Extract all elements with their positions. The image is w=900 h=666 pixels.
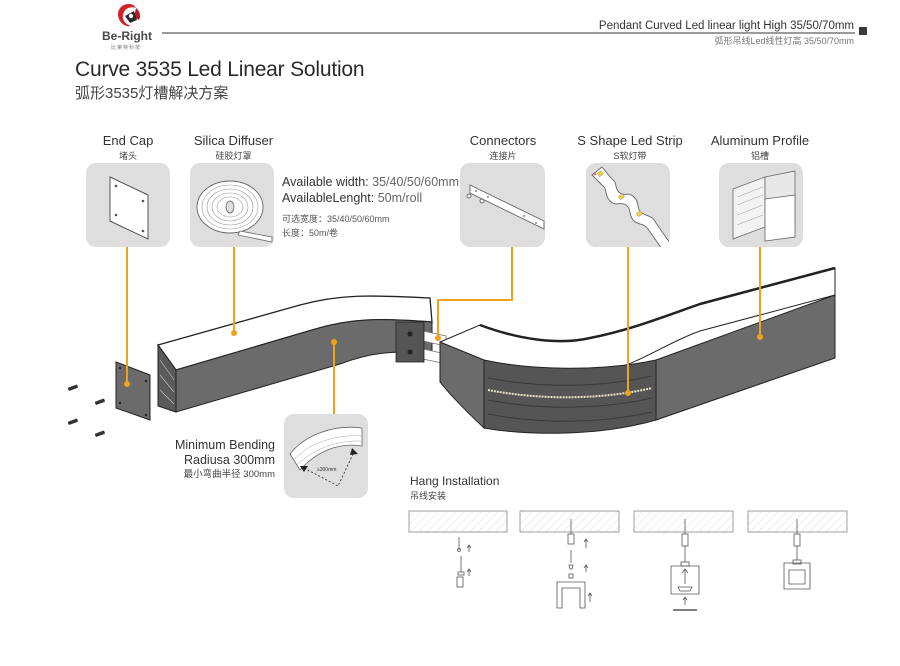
diffuser-specs: Available width: 35/40/50/60mm Available… (282, 174, 459, 240)
end-cap-plate (115, 361, 151, 421)
length-spec-zh: 长度：50m/卷 (282, 228, 339, 238)
connectors-label: Connectors 连接片 (458, 133, 548, 162)
bending-line2: Radiusa 300mm (183, 453, 275, 467)
led-strip-label-zh: S软灯带 (613, 151, 647, 161)
brand-logo: Be-Right 比莱特科技 (100, 2, 160, 52)
bending-radius-tile: ≥300mm (284, 414, 368, 498)
width-spec-value: 35/40/50/60mm (372, 175, 459, 189)
length-spec-value: 50m/roll (377, 191, 423, 205)
aluminum-profile-label-zh: 铝槽 (750, 151, 769, 161)
brand-name: Be-Right (102, 29, 152, 43)
bending-annotation: ≥300mm (317, 467, 337, 473)
ceiling-step-2 (519, 510, 620, 533)
end-cap-label-en: End Cap (102, 133, 154, 148)
suspension-cable-icon (556, 519, 593, 609)
silica-diffuser-label: Silica Diffuser 硅胶灯罩 (186, 133, 281, 162)
connector-plates (395, 321, 447, 365)
silica-diffuser-tile (190, 163, 274, 247)
silica-diffuser-label-en: Silica Diffuser (193, 133, 274, 148)
profile-attach-icon (670, 519, 700, 611)
header-square-marker (859, 27, 867, 35)
length-spec: AvailableLenght: 50m/roll (282, 190, 459, 206)
connector-bracket-icon (466, 184, 545, 230)
ceiling-step-1 (408, 510, 508, 533)
silica-diffuser-label-zh: 硅胶灯罩 (215, 151, 252, 161)
connectors-label-en: Connectors (469, 133, 537, 148)
callout-lines (126, 247, 761, 414)
header-title: Pendant Curved Led linear light High 35/… (598, 20, 854, 32)
width-spec-zh: 可选宽度：35/40/50/60mm (282, 214, 390, 224)
installed-profile-icon (783, 519, 811, 590)
length-spec-label: AvailableLenght: (282, 191, 375, 205)
hang-installation-title: Hang Installation (410, 474, 500, 488)
page-subtitle: 弧形3535灯槽解决方案 (75, 85, 229, 102)
bending-label: Minimum Bending Radiusa 300mm 最小弯曲半径 300… (150, 438, 275, 482)
end-cap-plate-icon (109, 176, 149, 240)
ceiling-step-3 (633, 510, 734, 533)
end-cap-label: End Cap 堵头 (88, 133, 168, 162)
width-spec-label: Available width: (282, 175, 369, 189)
callout-dots (124, 330, 763, 396)
left-profile-side (175, 319, 433, 413)
screw-anchor-icon (456, 537, 472, 588)
be-right-logo-icon (118, 4, 140, 27)
bending-line1: Minimum Bending (174, 438, 275, 452)
header-subtitle: 弧形吊线Led线性灯高 35/50/70mm (714, 36, 854, 46)
width-spec: Available width: 35/40/50/60mm (282, 174, 459, 190)
aluminum-profile-icon (732, 170, 796, 242)
aluminum-profile-label-en: Aluminum Profile (710, 133, 810, 148)
bending-zh: 最小弯曲半径 300mm (183, 469, 275, 480)
header-divider (162, 32, 855, 34)
screw-icons (67, 384, 105, 437)
page-title: Curve 3535 Led Linear Solution (75, 58, 365, 81)
diffuser-roll-icon (196, 180, 273, 243)
end-cap-label-zh: 堵头 (118, 151, 137, 161)
right-profile-front-straight (655, 294, 836, 421)
led-strip-label-en: S Shape Led Strip (577, 133, 683, 148)
connectors-tile (460, 163, 545, 247)
aluminum-profile-label: Aluminum Profile 铝槽 (705, 133, 815, 162)
bending-arc-icon (289, 426, 363, 487)
left-profile-end (157, 343, 177, 413)
connectors-label-zh: 连接片 (489, 151, 517, 161)
hang-installation-subtitle: 吊线安装 (410, 491, 447, 501)
led-strip-in-profile (487, 387, 653, 399)
brand-subtitle: 比莱特科技 (111, 45, 142, 51)
led-strip-tile (586, 163, 670, 247)
end-cap-tile (86, 163, 170, 247)
ceiling-step-4 (747, 510, 848, 533)
led-strip-icon (591, 166, 670, 247)
aluminum-profile-tile (719, 163, 803, 247)
led-strip-label: S Shape Led Strip S软灯带 (575, 133, 685, 162)
